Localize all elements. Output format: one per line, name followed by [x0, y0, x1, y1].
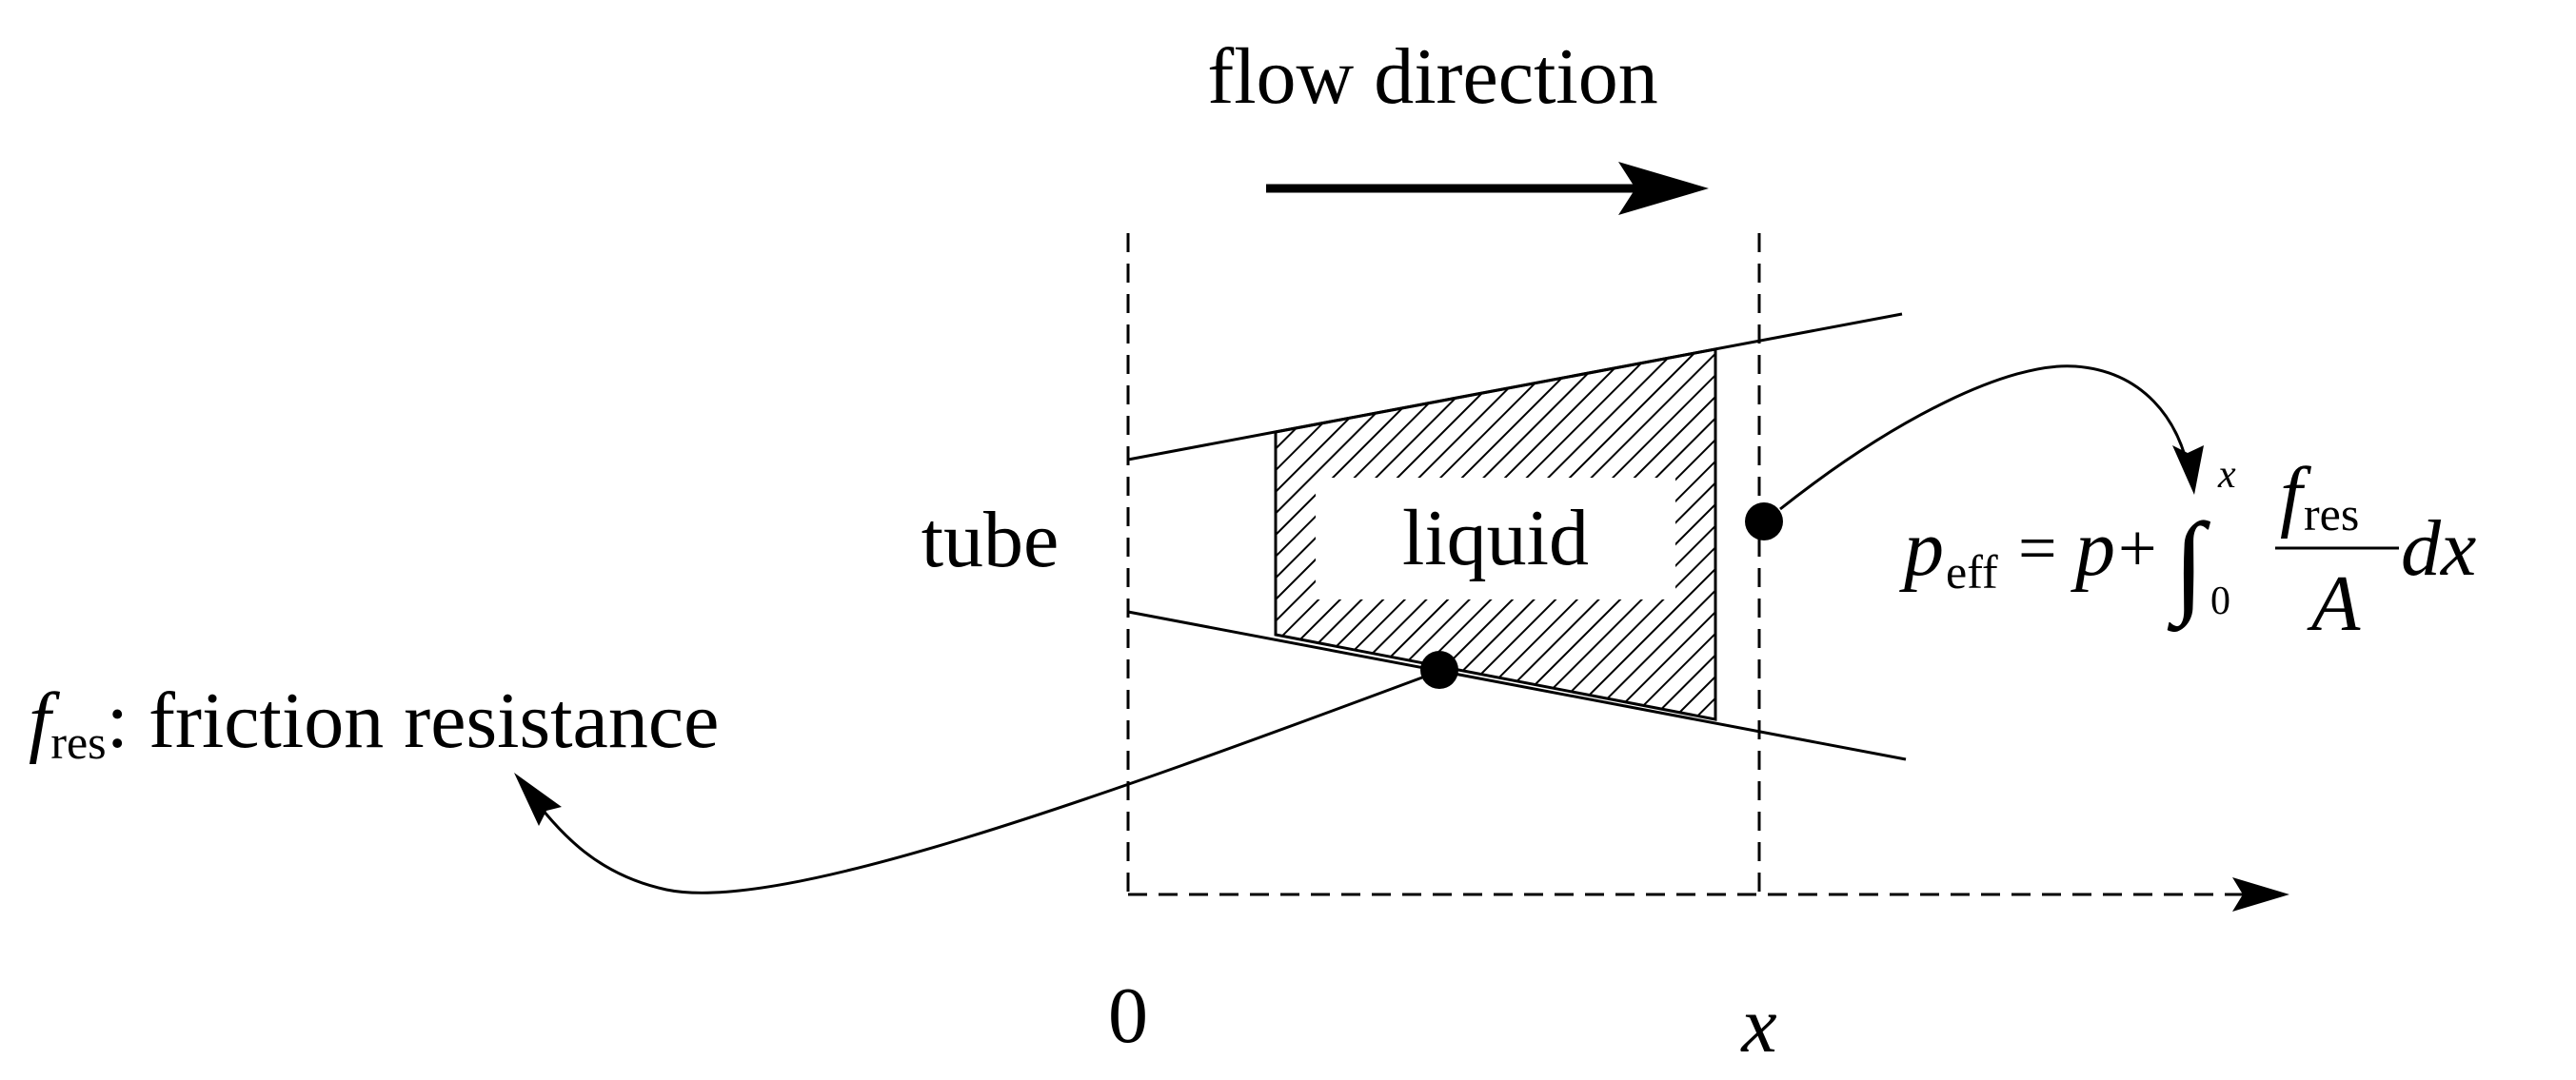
friction-point	[1420, 651, 1458, 689]
axis-x-label: x	[1739, 981, 1776, 1070]
eq-integral: ∫	[2167, 500, 2211, 633]
pressure-callout-arrowhead	[2172, 445, 2204, 495]
pressure-point	[1745, 502, 1783, 540]
friction-callout-curve	[522, 676, 1423, 894]
friction-label: fres: friction resistance	[29, 677, 719, 769]
tube-label: tube	[921, 496, 1060, 584]
flow-arrow-head	[1618, 162, 1709, 215]
eq-numerator-sub: res	[2304, 487, 2359, 540]
friction-callout-arrowhead	[514, 773, 562, 826]
eq-denominator: A	[2307, 560, 2361, 648]
eq-upper-limit: x	[2217, 453, 2236, 497]
eq-plus: +	[2118, 510, 2157, 586]
effective-pressure-equation: p eff = p + ∫ x 0 f res A dx	[1899, 451, 2476, 648]
eq-lower-limit: 0	[2210, 579, 2230, 623]
eq-differential: dx	[2401, 504, 2476, 593]
tube-lower-wall	[1127, 610, 1907, 761]
eq-equals: =	[2018, 510, 2057, 586]
eq-p: p	[2071, 504, 2115, 593]
pressure-callout-curve	[1779, 364, 2191, 511]
axis-origin-label: 0	[1108, 972, 1148, 1060]
eq-lhs: p	[1899, 504, 1944, 593]
liquid-label-box	[1316, 478, 1675, 599]
x-axis-arrowhead	[2232, 877, 2289, 912]
friction-text: : friction resistance	[107, 677, 720, 765]
eq-lhs-sub: eff	[1946, 545, 1998, 599]
liquid-label: liquid	[1402, 494, 1589, 582]
friction-symbol-sub: res	[50, 716, 106, 769]
flow-direction-label: flow direction	[1207, 32, 1658, 121]
